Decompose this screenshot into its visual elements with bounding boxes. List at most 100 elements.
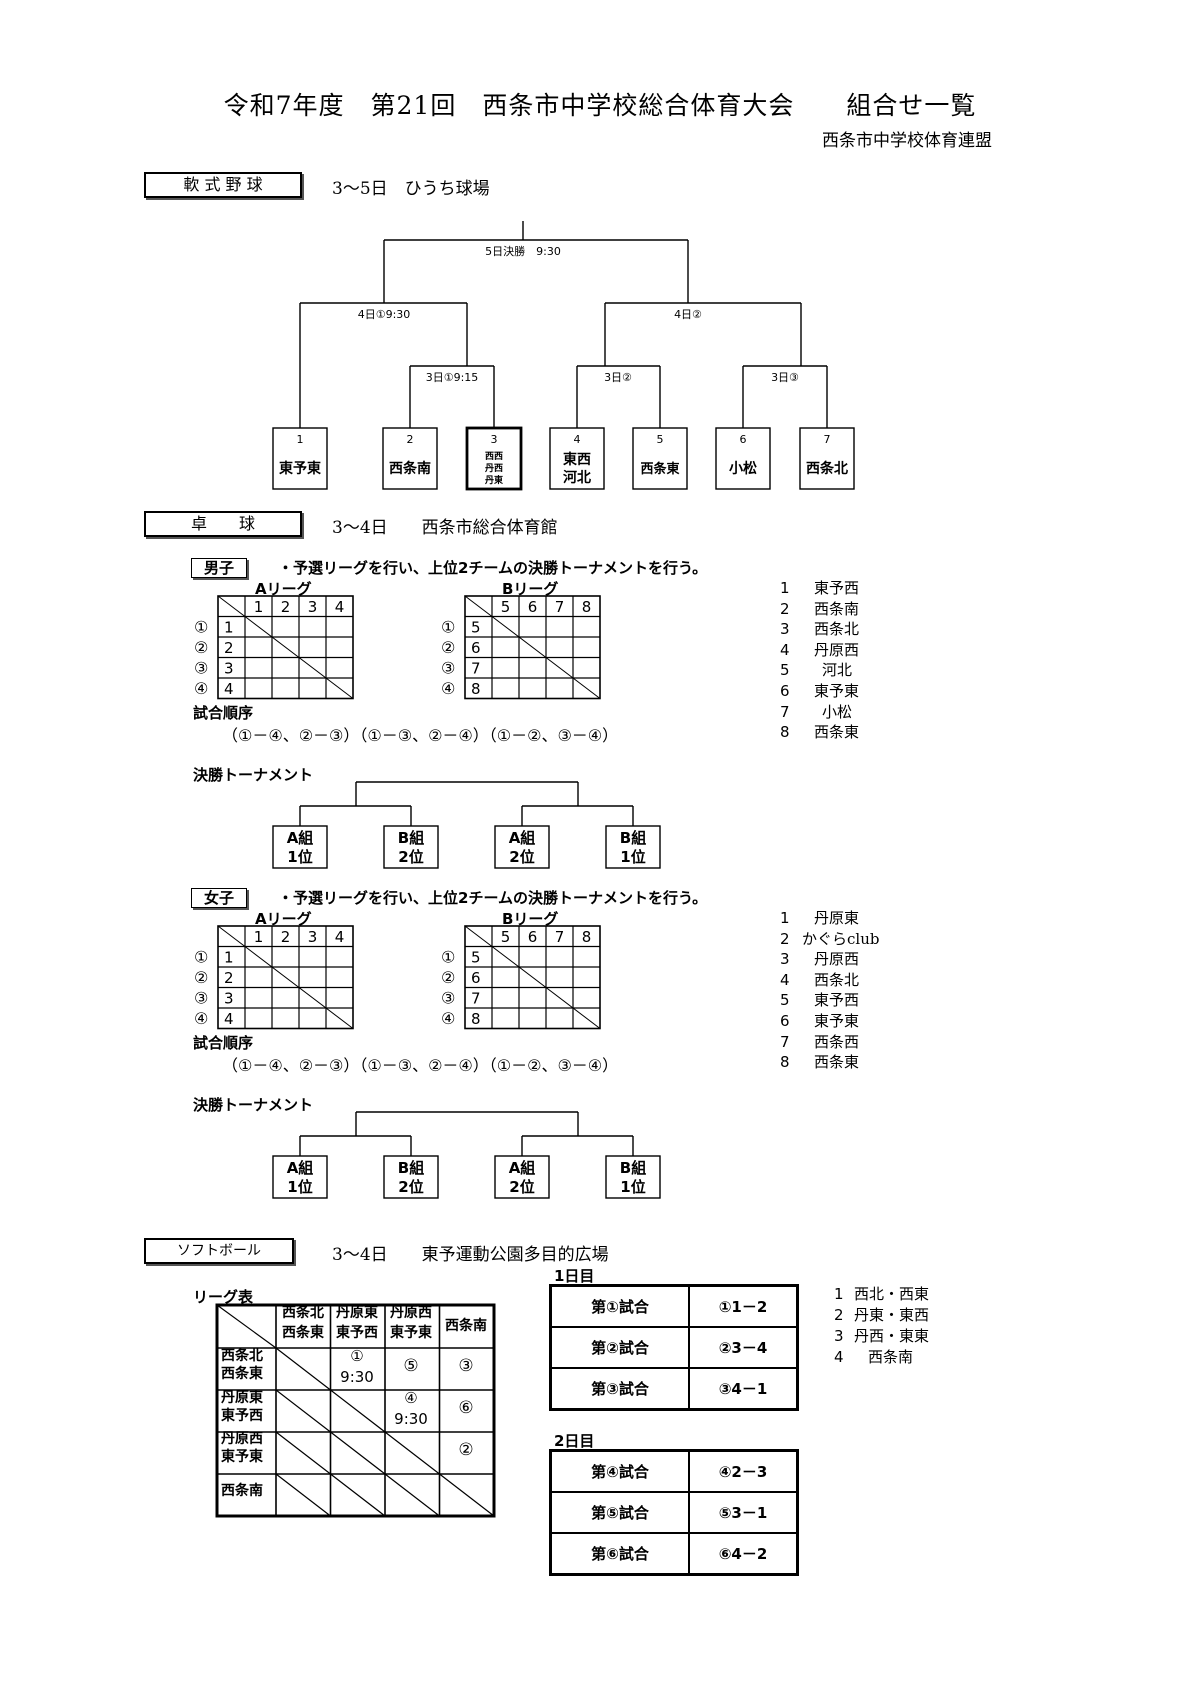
grid-row-number: 6 <box>471 969 481 987</box>
grid-col-number: 8 <box>582 928 592 946</box>
final-slot-rank: 2位 <box>509 1178 534 1196</box>
grid-row-circled: ② <box>441 968 455 987</box>
grid-row-number: 4 <box>224 680 234 698</box>
team-name: 西条北 <box>806 460 848 477</box>
boys-order-label: 試合順序 <box>193 704 254 722</box>
row-header: 東予東 <box>221 1448 263 1465</box>
team-name-line: 西西 <box>485 451 503 462</box>
grid-col-number: 7 <box>555 928 565 946</box>
grid-row-number: 8 <box>471 680 481 698</box>
match-cell: 9:30 <box>394 1410 428 1428</box>
day1-label: 1日目 <box>554 1267 595 1285</box>
round2-label: 3日② <box>604 371 632 384</box>
grid-row-number: 2 <box>224 969 234 987</box>
team-name-line: 河北 <box>563 469 591 486</box>
final-slot-group: B組 <box>620 829 646 847</box>
row-header: 丹原東 <box>221 1389 263 1406</box>
grid-col-number: 5 <box>501 598 511 616</box>
col-header: 東予西 <box>336 1324 378 1341</box>
boys-b-league-label: Bリーグ <box>502 580 559 598</box>
grid-row-number: 7 <box>471 660 481 678</box>
final-slot-rank: 2位 <box>509 848 534 866</box>
row-header: 西条南 <box>221 1482 263 1499</box>
baseball-section-label: 軟 式 野 球 <box>144 172 302 198</box>
grid-row-circled: ③ <box>441 659 455 678</box>
match-cell: ① <box>350 1347 363 1365</box>
team-number: 3 <box>491 433 498 446</box>
final-slot-rank: 2位 <box>398 848 423 866</box>
page-title: 令和7年度 第21回 西条市中学校総合体育大会 組合せ一覧 <box>223 91 977 120</box>
girls-a-league-label: Aリーグ <box>255 910 312 928</box>
grid-row-number: 5 <box>471 619 481 637</box>
team-number: 2 <box>407 433 414 446</box>
col-header: 西条北 <box>282 1304 324 1321</box>
final-slot-rank: 2位 <box>398 1178 423 1196</box>
final-slot-group: B組 <box>620 1159 646 1177</box>
final-slot-group: A組 <box>509 829 536 847</box>
grid-row-circled: ① <box>194 618 208 637</box>
boys-final-label: 決勝トーナメント <box>193 766 314 784</box>
col-header: 西条南 <box>445 1317 487 1334</box>
grid-col-number: 3 <box>308 928 318 946</box>
grid-col-number: 2 <box>281 598 291 616</box>
girls-match-order: （①－④、②－③）（①－③、②－④）（①－②、③－④） <box>222 1056 619 1075</box>
round1-label: 3日①9:15 <box>426 371 479 384</box>
baseball-venue-info: 3～5日 ひうち球場 <box>332 179 490 199</box>
girls-b-league-label: Bリーグ <box>502 910 559 928</box>
grid-row-number: 2 <box>224 639 234 657</box>
team-name: 西条東 <box>640 461 679 477</box>
team-name: 東予東 <box>279 460 321 477</box>
grid-row-number: 7 <box>471 990 481 1008</box>
grid-row-number: 3 <box>224 660 234 678</box>
grid-col-number: 6 <box>528 598 538 616</box>
col-header: 西条東 <box>282 1324 324 1341</box>
grid-row-circled: ④ <box>194 679 208 698</box>
final-slot-rank: 1位 <box>287 848 312 866</box>
team-number: 6 <box>740 433 747 446</box>
grid-row-number: 1 <box>224 949 234 967</box>
grid-col-number: 2 <box>281 928 291 946</box>
final-slot-group: A組 <box>287 829 314 847</box>
day2-label: 2日目 <box>554 1432 595 1450</box>
grid-row-number: 5 <box>471 949 481 967</box>
boys-note: ・予選リーグを行い、上位2チームの決勝トーナメントを行う。 <box>278 559 708 577</box>
grid-row-circled: ② <box>441 638 455 657</box>
grid-row-circled: ④ <box>441 679 455 698</box>
grid-col-number: 6 <box>528 928 538 946</box>
grid-row-circled: ② <box>194 968 208 987</box>
grid-row-number: 6 <box>471 639 481 657</box>
team-name-line: 東西 <box>563 451 591 468</box>
girls-order-label: 試合順序 <box>193 1034 254 1052</box>
grid-col-number: 1 <box>254 598 264 616</box>
grid-row-circled: ① <box>441 948 455 967</box>
girls-note: ・予選リーグを行い、上位2チームの決勝トーナメントを行う。 <box>278 889 708 907</box>
team-name-line: 丹東 <box>485 474 503 486</box>
grid-row-number: 1 <box>224 619 234 637</box>
girls-final-label: 決勝トーナメント <box>193 1096 314 1114</box>
grid-row-circled: ④ <box>441 1009 455 1028</box>
grid-row-circled: ① <box>194 948 208 967</box>
match-cell: ④ <box>404 1389 417 1407</box>
boys-label: 男子 <box>191 558 247 578</box>
grid-row-circled: ③ <box>194 989 208 1008</box>
girls-label: 女子 <box>191 888 247 908</box>
row-header: 西条北 <box>221 1347 263 1364</box>
team-name: 小松 <box>729 460 757 477</box>
grid-col-number: 4 <box>335 928 345 946</box>
grid-row-circled: ② <box>194 638 208 657</box>
final-slot-group: B組 <box>398 1159 424 1177</box>
